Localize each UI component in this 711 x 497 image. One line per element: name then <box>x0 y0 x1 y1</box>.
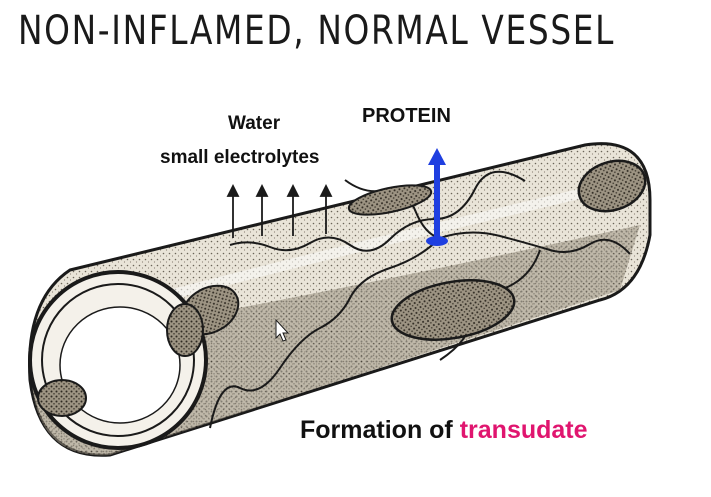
protein-arrow <box>426 148 448 246</box>
vessel-lumen <box>28 270 208 450</box>
cell-nucleus <box>180 159 647 341</box>
caption-prefix: Formation of <box>300 416 453 444</box>
water-efflux-arrows <box>226 183 333 238</box>
mouse-pointer-icon <box>275 318 290 342</box>
page-title: NON-INFLAMED, NORMAL VESSEL <box>18 8 616 54</box>
water-label: Water <box>228 113 281 134</box>
electrolytes-label: small electrolytes <box>160 147 320 168</box>
caption-highlight: transudate <box>459 416 588 444</box>
endothelial-junctions <box>209 170 631 429</box>
caption: Formation of transudate <box>300 416 588 445</box>
protein-label: PROTEIN <box>362 105 451 127</box>
